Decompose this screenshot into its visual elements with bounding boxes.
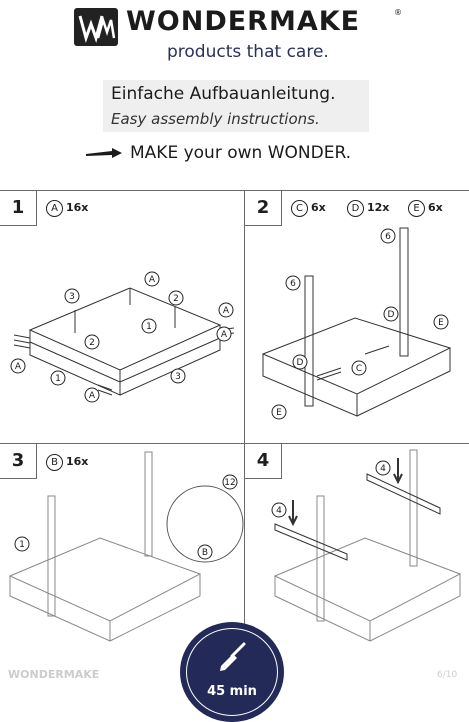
callout-e: E — [438, 318, 444, 328]
step-4-number: 4 — [245, 444, 282, 479]
callout-6: 6 — [385, 232, 391, 242]
callout-3: 3 — [175, 372, 181, 382]
step-1-number: 1 — [0, 191, 37, 226]
grid-divider-vertical — [244, 190, 245, 650]
step-1-illustration: A 3 2 1 A A 2 A 1 A 3 — [10, 271, 235, 403]
time-badge-ring — [186, 628, 278, 716]
step-4-illustration: 4 4 — [271, 449, 462, 642]
callout-1: 1 — [19, 540, 25, 550]
callout-a: A — [15, 362, 22, 372]
step-2-illustration: 6 6 D E C D E — [261, 227, 452, 420]
callout-6: 6 — [290, 279, 296, 289]
title-german: Einfache Aufbauanleitung. — [111, 84, 336, 104]
brand-logo-icon — [74, 8, 118, 46]
callout-3: 3 — [69, 292, 75, 302]
tagline: products that care. — [167, 42, 329, 62]
callout-1: 1 — [55, 374, 61, 384]
registered-mark: ® — [394, 8, 402, 17]
callout-12: 12 — [224, 478, 235, 488]
callout-d: D — [297, 358, 304, 368]
assembly-time: 45 min — [207, 684, 257, 699]
callout-2: 2 — [173, 294, 179, 304]
brand-name: WONDERMAKE — [126, 6, 361, 37]
callout-b: B — [202, 548, 208, 558]
callout-a: A — [223, 306, 230, 316]
step-3-number: 3 — [0, 444, 37, 479]
make-tagline: MAKE your own WONDER. — [130, 143, 352, 163]
screwdriver-icon — [220, 642, 246, 671]
callout-a: A — [89, 391, 96, 401]
footer-logo: WONDERMAKE — [8, 668, 100, 681]
step-2-number: 2 — [245, 191, 282, 226]
callout-a: A — [149, 275, 156, 285]
callout-a: A — [221, 330, 228, 340]
title-english: Easy assembly instructions. — [111, 110, 320, 128]
callout-4: 4 — [276, 506, 282, 516]
callout-d: D — [388, 310, 395, 320]
grid-divider-top — [0, 190, 469, 191]
arrow-right-icon — [86, 148, 122, 158]
page-number: 6/10 — [437, 670, 458, 680]
grid-divider-middle — [0, 443, 469, 444]
title-box — [103, 80, 369, 132]
callout-c: C — [356, 364, 362, 374]
callout-2: 2 — [89, 338, 95, 348]
callout-4: 4 — [380, 464, 386, 474]
callout-1: 1 — [146, 322, 152, 332]
step-3-illustration: 12 1 B — [8, 451, 244, 642]
callout-e: E — [276, 408, 282, 418]
